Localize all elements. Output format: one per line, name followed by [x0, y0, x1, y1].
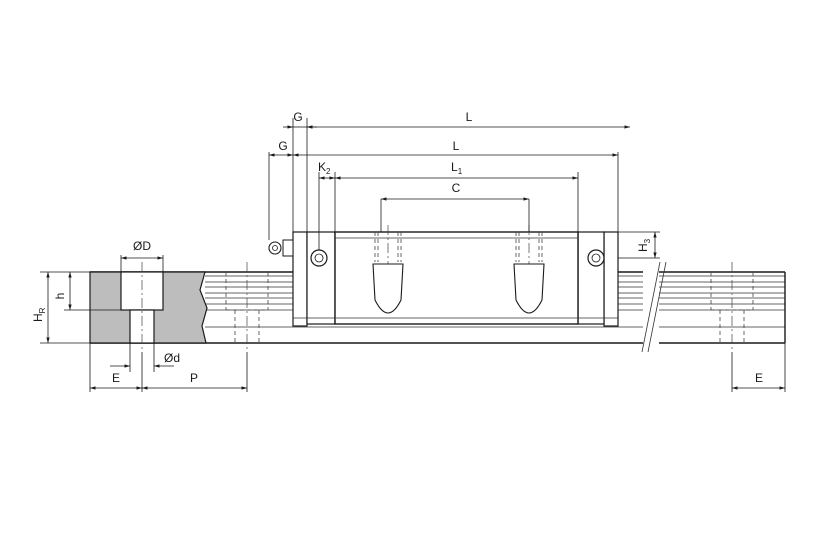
label-E-left: E: [112, 371, 120, 385]
label-L1-main: L: [451, 160, 458, 174]
label-Od: Ød: [164, 351, 180, 365]
label-h: h: [53, 293, 67, 300]
dimension-K2: K2: [318, 160, 335, 180]
grease-nipple-icon: [268, 239, 294, 257]
dimension-L-top: L: [307, 110, 630, 129]
label-H3-sub: 3: [643, 238, 652, 243]
dimension-G-top: G: [283, 110, 317, 152]
label-L-block: L: [453, 139, 460, 153]
label-L-top: L: [466, 110, 473, 124]
carriage-block: [292, 225, 619, 327]
label-G-block: G: [278, 139, 287, 153]
dimension-P: P: [142, 352, 248, 392]
extension-lines: [268, 118, 660, 259]
label-E-right: E: [755, 371, 763, 385]
label-HR-sub: R: [38, 307, 47, 313]
dimension-E-left: E: [89, 343, 143, 392]
dimension-HR: HR: [31, 271, 90, 344]
rail-hole-right: [710, 262, 754, 352]
label-HR: HR: [31, 307, 47, 322]
dimension-H3: H3: [636, 232, 657, 258]
label-K2-sub: 2: [326, 167, 331, 176]
break-marks: [641, 261, 667, 354]
rail-section: [89, 262, 208, 352]
dimension-L-block: L: [293, 139, 618, 157]
dimension-h: h: [53, 272, 121, 311]
label-L1-sub: 1: [458, 167, 463, 176]
rail-hole-left: [225, 262, 269, 352]
dimension-C: C: [380, 181, 530, 232]
label-C: C: [452, 181, 461, 195]
label-H3: H3: [636, 238, 652, 252]
dimension-Od: Ød: [110, 343, 180, 372]
label-P: P: [190, 371, 198, 385]
label-K2-main: K: [318, 160, 326, 174]
label-K2: K2: [318, 160, 331, 176]
dimension-OD: ØD: [120, 239, 164, 272]
label-L1: L1: [451, 160, 463, 176]
dimension-E-right: E: [731, 343, 786, 392]
label-OD: ØD: [133, 239, 151, 253]
dimension-L1: L1: [335, 160, 578, 180]
label-HR-main: H: [31, 313, 45, 322]
dimension-G-block: G: [269, 139, 293, 157]
label-H3-main: H: [636, 243, 650, 252]
label-G-top: G: [293, 110, 302, 124]
